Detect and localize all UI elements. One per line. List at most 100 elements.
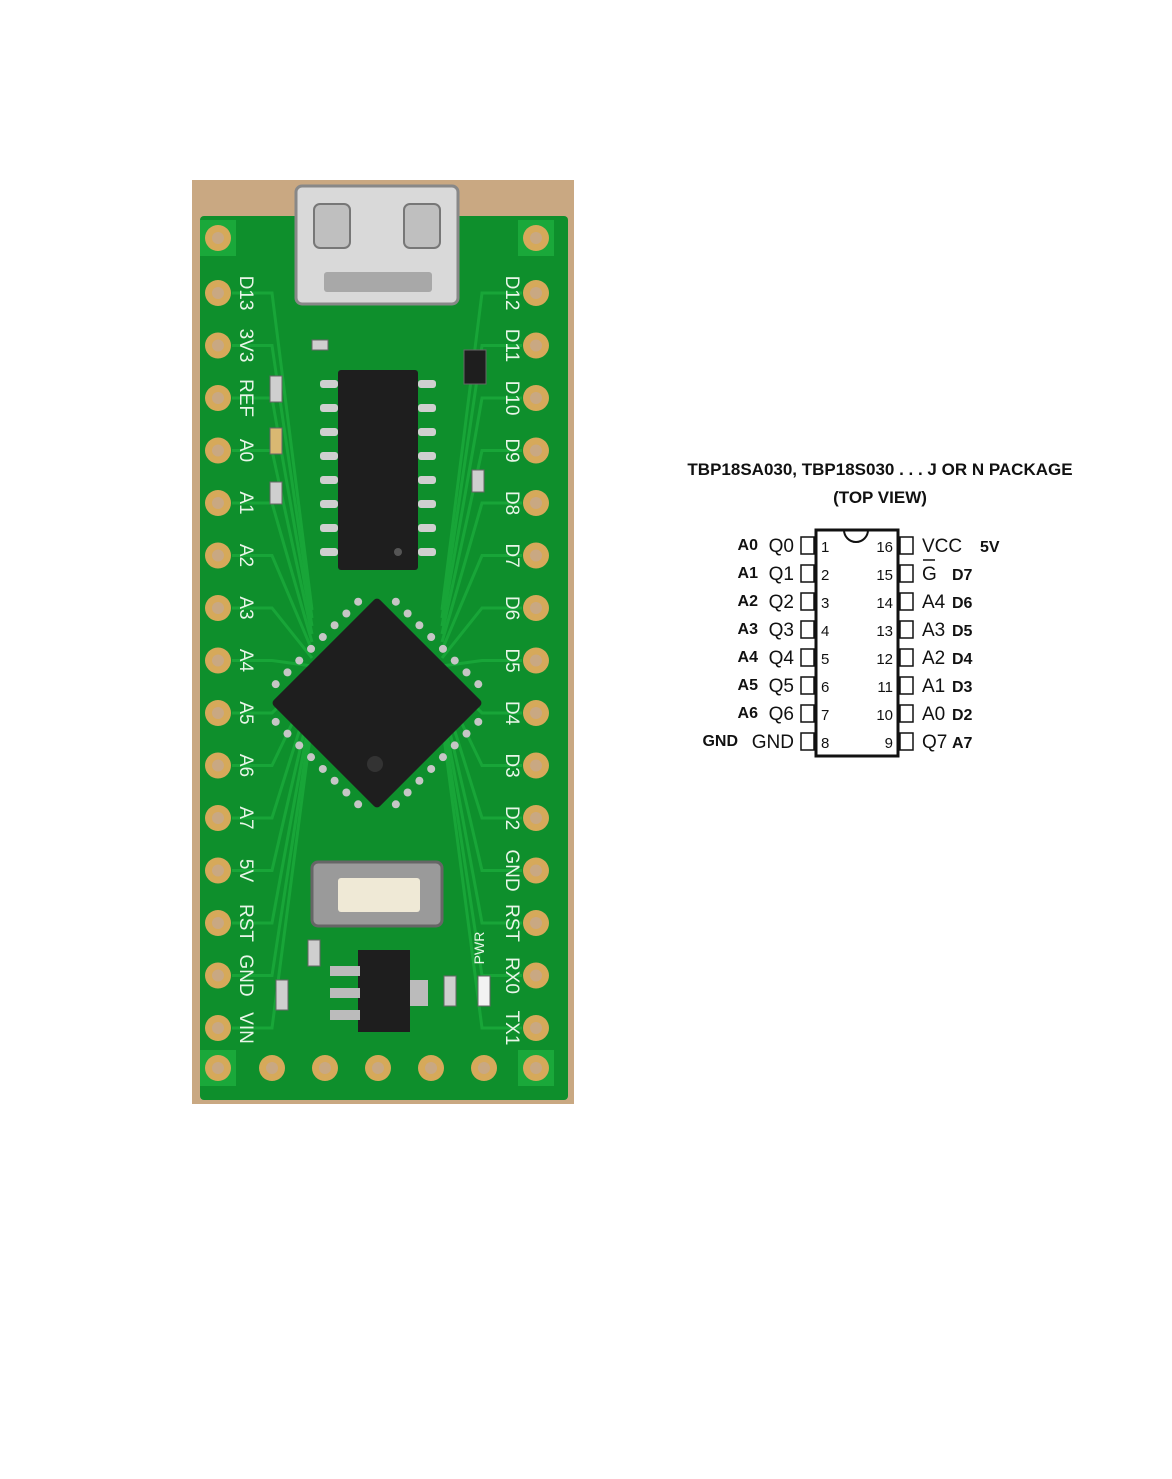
pwr-silkscreen-label: PWR [471, 932, 487, 965]
trace [232, 689, 314, 820]
qfp-pin [474, 717, 483, 726]
right-pin-label: D3 [501, 753, 522, 777]
pin-name: G [922, 564, 937, 585]
pin-mapping: A6 [738, 705, 759, 722]
soic-pin [320, 524, 338, 532]
pin-name: A2 [922, 648, 945, 669]
left-pin-label: A1 [235, 491, 256, 514]
pin-name: Q5 [769, 676, 794, 697]
pin-mapping: D7 [952, 567, 973, 584]
soic-pin [418, 524, 436, 532]
header-pad-hole [530, 549, 542, 562]
usb-connector [294, 184, 460, 306]
pin-number: 9 [885, 735, 893, 752]
pinout-diagram: TBP18SA030, TBP18S030 . . . J OR N PACKA… [600, 440, 1160, 800]
trace [232, 713, 314, 977]
diagram-title: TBP18SA030, TBP18S030 . . . J OR N PACKA… [687, 460, 1073, 479]
pin-mapping: A1 [738, 565, 759, 582]
trace [440, 697, 522, 872]
qfp-pin [283, 729, 292, 738]
pin-mapping: GND [702, 733, 738, 750]
header-pad-hole [212, 392, 224, 404]
right-pin-label: D8 [501, 491, 522, 515]
trace [440, 705, 522, 925]
pin-name: A0 [922, 704, 945, 725]
header-pad-hole [530, 812, 542, 824]
pin-name: VCC [922, 536, 962, 557]
qfp-pin [403, 609, 412, 618]
qfp-pin [438, 753, 447, 762]
dip-package-body [814, 528, 900, 758]
soic-pin [320, 548, 338, 556]
trace [232, 721, 314, 1030]
pin-name: GND [752, 732, 794, 753]
header-pad-hole [212, 654, 224, 667]
pin-mapping: D3 [952, 679, 973, 696]
left-pin-label: RST [235, 904, 256, 942]
pin-name: Q3 [769, 620, 794, 641]
pin-number: 5 [821, 651, 829, 668]
header-pad-hole [212, 1022, 224, 1034]
qfp-pin [307, 753, 316, 762]
trace [440, 606, 522, 659]
pin-name: Q4 [769, 648, 795, 669]
header-pads [200, 220, 554, 1086]
qfp-pin [271, 717, 280, 726]
pin-mapping: D6 [952, 595, 973, 612]
left-pin-label: 3V3 [235, 329, 256, 363]
pin-number: 15 [876, 567, 893, 584]
voltage-regulator [330, 950, 428, 1032]
soic-pin [418, 380, 436, 388]
pin-name: Q2 [769, 592, 794, 613]
pin-name: Q6 [769, 704, 794, 725]
right-pin-label: D10 [501, 381, 522, 416]
right-pin-label: GND [501, 849, 522, 891]
qfp-pin [450, 741, 459, 750]
pin1-notch [843, 529, 869, 543]
pin-number: 14 [876, 595, 893, 612]
corner-pad-hole [530, 1062, 542, 1074]
pin-mapping: A4 [738, 649, 759, 666]
left-pin-label: A4 [235, 649, 256, 673]
pin-lead [899, 732, 914, 751]
soic-pin [320, 428, 338, 436]
header-pad-hole [372, 1062, 384, 1074]
trace [440, 449, 522, 635]
header-pad-hole [212, 287, 224, 299]
left-pin-label: A2 [235, 544, 256, 567]
trace [440, 291, 522, 611]
pin-mapping: A2 [738, 593, 759, 610]
pin-name: Q1 [769, 564, 794, 585]
trace [232, 291, 314, 611]
pin-number: 1 [821, 539, 829, 556]
pin-mapping: D5 [952, 623, 973, 640]
pin-lead [800, 620, 815, 639]
qfp-pin [474, 680, 483, 689]
trace [232, 554, 314, 651]
pin-number: 13 [876, 623, 893, 640]
left-pin-label: A3 [235, 596, 256, 619]
header-pad-hole [212, 707, 224, 719]
pin-mapping: A0 [738, 537, 759, 554]
soic-pin [418, 500, 436, 508]
header-pad-hole [425, 1062, 437, 1074]
header-pad-hole [530, 969, 542, 982]
pin-lead [800, 732, 815, 751]
chip-pins [320, 380, 436, 556]
right-pin-label: D11 [501, 329, 522, 362]
right-pin-label: D9 [501, 438, 522, 462]
header-pad-hole [319, 1062, 331, 1074]
pin-lead [899, 564, 914, 583]
diagram-subtitle: (TOP VIEW) [833, 488, 927, 507]
pin-lead [899, 676, 914, 695]
header-pad-hole [530, 287, 542, 299]
pin-mapping: 5V [980, 539, 1000, 556]
soic-pin [320, 380, 338, 388]
qfp-pin [330, 776, 339, 785]
pin-lead [899, 648, 914, 667]
header-pad-hole [266, 1062, 278, 1074]
qfp-pin [318, 764, 327, 773]
soic-pin [320, 500, 338, 508]
qfp-pin [330, 621, 339, 630]
